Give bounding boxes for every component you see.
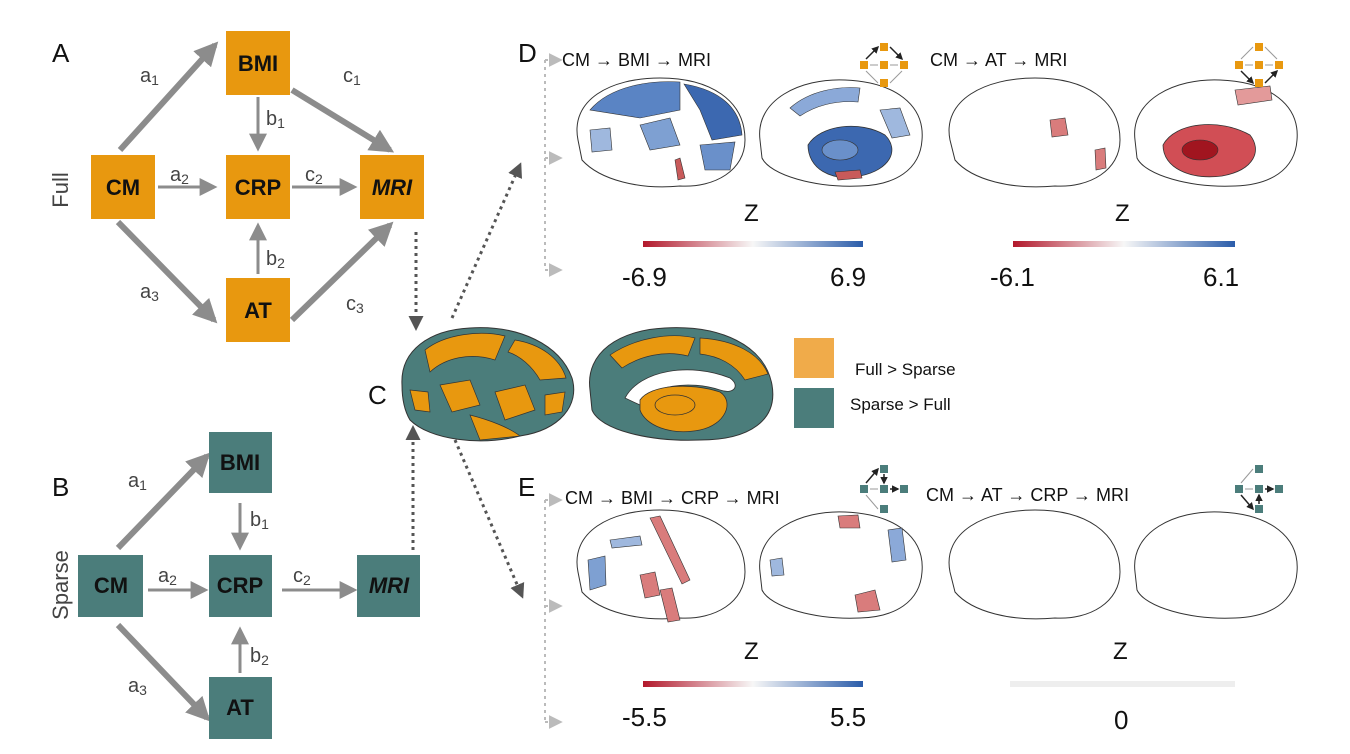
panel-a-diagram: BMI CM CRP MRI AT a1 c1 b1 a2 c2 b2 a3 c…: [48, 31, 424, 342]
colorbar-d2: [1013, 241, 1235, 247]
panel-d1-brain-medial: [759, 79, 923, 187]
node-mri-sparse: [357, 555, 420, 617]
coef-a1-sparse: a1: [128, 470, 147, 493]
arrow-c1: [290, 87, 395, 153]
coef-b1-sparse: b1: [250, 509, 269, 532]
z-label-e1: Z: [744, 638, 759, 665]
node-cm-full: [91, 155, 155, 219]
node-bmi-label: BMI: [238, 51, 278, 76]
legend-label-full: Full > Sparse: [855, 360, 956, 379]
colorbar-d1-min: -6.9: [622, 262, 667, 292]
z-label-e2: Z: [1113, 638, 1128, 665]
coef-c3: c3: [346, 293, 364, 316]
node-bmi-full: [226, 31, 290, 95]
mini-path-icon-d2: [1235, 43, 1283, 87]
node-mri-full: [360, 155, 424, 219]
colorbar-e2-zero: 0: [1114, 705, 1129, 735]
arrow-c3: [289, 221, 394, 323]
panel-letter-b: B: [52, 472, 70, 502]
panel-d1-brain-lateral: [576, 77, 746, 188]
coef-b1: b1: [266, 108, 285, 131]
coef-a3-sparse: a3: [128, 675, 147, 698]
panel-d2-brain-medial: [1134, 79, 1298, 187]
colorbar-e1-max: 5.5: [830, 702, 867, 732]
colorbar-e2: [1010, 681, 1235, 687]
panel-b-diagram: BMI CM CRP MRI AT a1 b1 a2 c2 b2 a3 Spar…: [48, 432, 420, 739]
panel-e2-brain-lateral: [948, 509, 1121, 620]
side-label-sparse: Sparse: [48, 550, 73, 620]
z-label-d2: Z: [1115, 200, 1130, 227]
panel-letter-d: D: [518, 38, 537, 68]
panel-letter-c: C: [368, 380, 387, 410]
panel-d2-brain-lateral: [948, 77, 1121, 188]
legend-swatch-full: [794, 338, 834, 378]
arrow-a3: [115, 219, 218, 324]
arrow-a1-sparse: [115, 452, 211, 551]
bracket-e: [544, 493, 563, 729]
node-bmi-sparse: [209, 432, 272, 493]
colorbar-d2-max: 6.1: [1203, 262, 1240, 292]
path-title-e1: CM → BMI → CRP → MRI: [565, 488, 780, 508]
colorbar-d1: [643, 241, 863, 247]
coef-c2: c2: [305, 164, 323, 187]
node-at-sparse-label: AT: [226, 695, 254, 720]
coef-a2: a2: [170, 164, 189, 187]
node-bmi-sparse-label: BMI: [220, 450, 260, 475]
colorbar-d2-min: -6.1: [990, 262, 1035, 292]
coef-b2-sparse: b2: [250, 645, 269, 668]
panel-c-brain-medial: [589, 327, 774, 441]
node-mri-sparse-label: MRI: [369, 573, 410, 598]
colorbar-e1-min: -5.5: [622, 702, 667, 732]
panel-letter-a: A: [52, 38, 70, 68]
coef-c1: c1: [343, 65, 361, 88]
node-cm-label: CM: [106, 175, 140, 200]
node-mri-label: MRI: [372, 175, 413, 200]
node-crp-sparse-label: CRP: [217, 573, 263, 598]
path-title-d2: CM → AT → MRI: [930, 50, 1068, 70]
colorbar-d1-max: 6.9: [830, 262, 867, 292]
bracket-d: [544, 53, 563, 277]
node-at-label: AT: [244, 298, 272, 323]
coef-c2-sparse: c2: [293, 565, 311, 588]
arrow-a3-sparse: [115, 622, 211, 722]
panel-letter-e: E: [518, 472, 536, 502]
coef-a1: a1: [140, 65, 159, 88]
side-label-full: Full: [48, 172, 73, 207]
connector-c-to-e: [453, 439, 525, 599]
coef-a3: a3: [140, 281, 159, 304]
coef-b2: b2: [266, 248, 285, 271]
node-cm-sparse-label: CM: [94, 573, 128, 598]
coef-a2-sparse: a2: [158, 565, 177, 588]
node-at-full: [226, 278, 290, 342]
panel-e2-brain-medial: [1134, 511, 1298, 619]
connector-c-to-d: [450, 162, 522, 319]
legend-swatch-sparse: [794, 388, 834, 428]
node-crp-label: CRP: [235, 175, 281, 200]
z-label-d1: Z: [744, 200, 759, 227]
node-cm-sparse: [78, 555, 143, 617]
node-crp-sparse: [209, 555, 272, 617]
panel-e1-brain-medial: [759, 511, 923, 619]
panel-c-brain-lateral: [401, 327, 575, 442]
mini-path-icon-d1: [860, 43, 908, 87]
mini-path-icon-e1: [860, 465, 908, 513]
path-title-d1: CM → BMI → MRI: [562, 50, 711, 70]
arrow-a1: [117, 41, 219, 153]
mini-path-icon-e2: [1235, 465, 1283, 513]
legend-label-sparse: Sparse > Full: [850, 395, 951, 414]
node-crp-full: [226, 155, 290, 219]
colorbar-e1: [643, 681, 863, 687]
panel-e1-brain-lateral: [576, 509, 746, 623]
path-title-e2: CM → AT → CRP → MRI: [926, 485, 1130, 505]
node-at-sparse: [209, 677, 272, 739]
